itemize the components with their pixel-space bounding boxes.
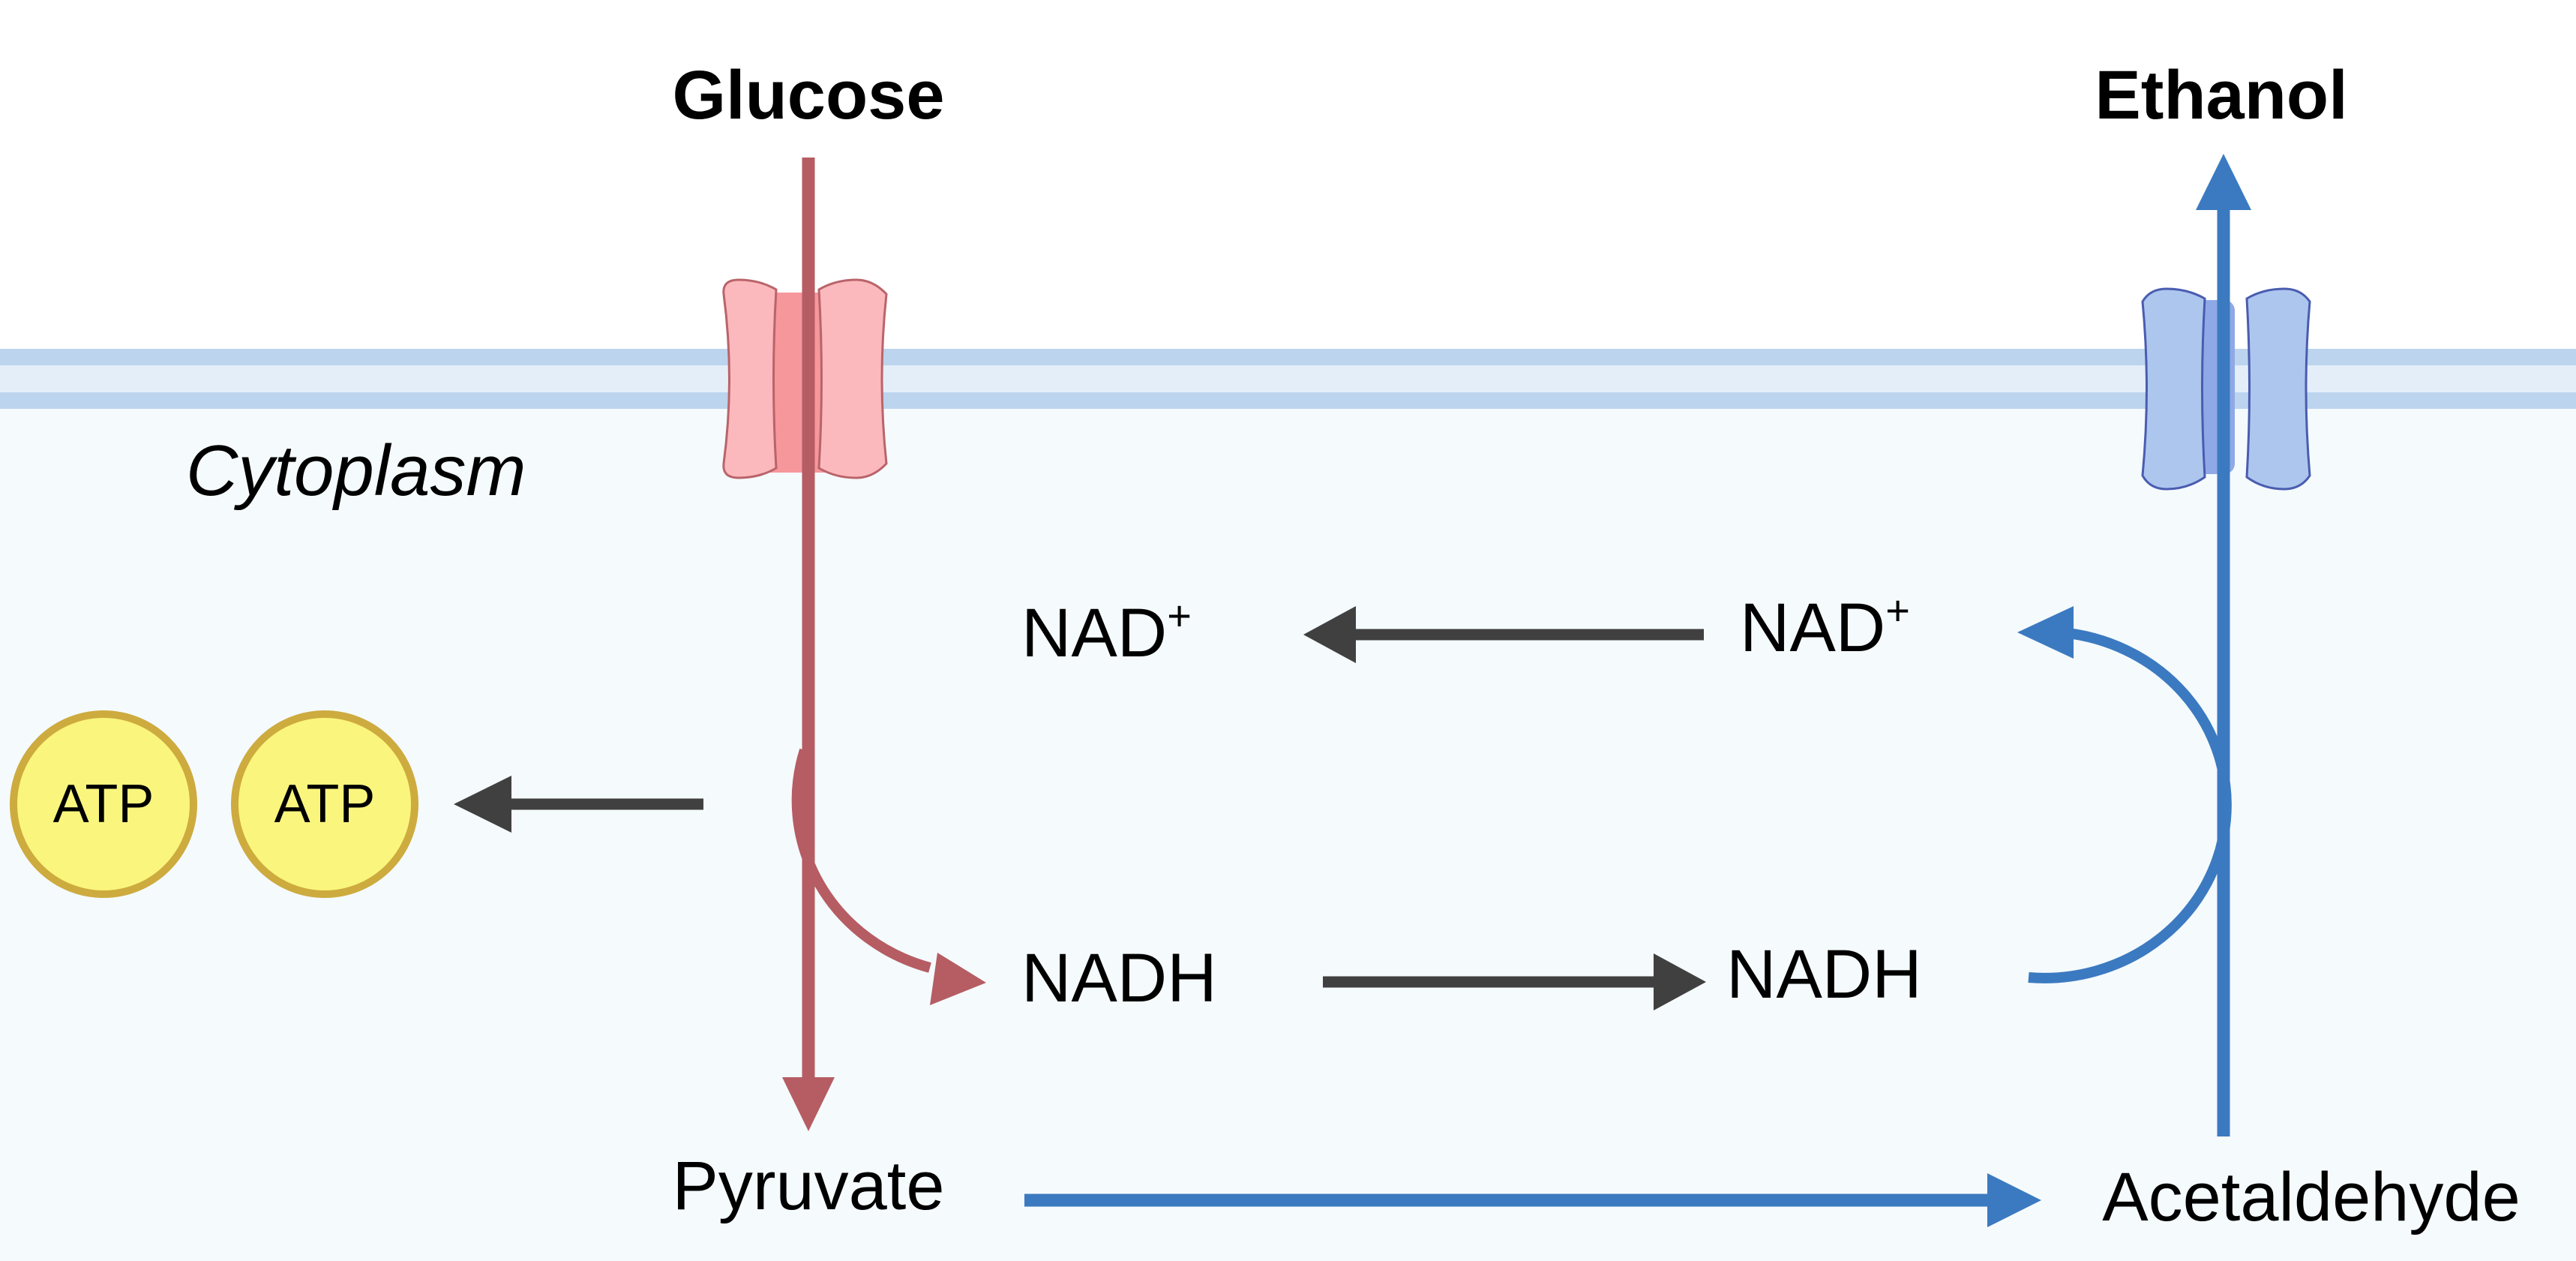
acetaldehyde-label: Acetaldehyde xyxy=(2102,1159,2521,1235)
ethanol-transporter-left-subunit xyxy=(2141,287,2206,491)
glucose-transporter-right-subunit xyxy=(817,278,888,479)
atp-label-1: ATP xyxy=(53,774,154,834)
pyruvate-label: Pyruvate xyxy=(672,1148,944,1224)
nadh-transfer-arrow xyxy=(1323,953,1706,1010)
nad-plus-left-label: NAD+ xyxy=(1021,592,1192,671)
nad-reduction-arrow xyxy=(791,748,986,1005)
atp-molecule-2: ATP xyxy=(231,710,418,898)
nad-recycling-arrow xyxy=(1303,606,1704,663)
nad-plus-right-text: NAD xyxy=(1740,590,1885,666)
ethanol-label: Ethanol xyxy=(2095,57,2347,134)
pyruvate-to-acetaldehyde-arrow xyxy=(1024,1173,2041,1227)
glucose-to-pyruvate-arrow xyxy=(782,158,835,1131)
ethanol-transporter-right-subunit xyxy=(2245,287,2311,491)
cytoplasm-label: Cytoplasm xyxy=(186,431,526,511)
cytoplasm-region xyxy=(0,405,2576,1261)
acetaldehyde-to-ethanol-arrow xyxy=(2196,154,2251,1136)
atp-label-2: ATP xyxy=(274,774,376,834)
nadh-left-label: NADH xyxy=(1021,940,1217,1016)
nadh-right-label: NADH xyxy=(1726,936,1922,1013)
nad-plus-right-charge: + xyxy=(1885,587,1910,634)
nad-plus-right-label: NAD+ xyxy=(1740,587,1910,666)
glucose-transporter xyxy=(722,278,888,479)
nad-plus-left-charge: + xyxy=(1167,592,1192,639)
atp-production-arrow xyxy=(454,776,703,833)
ethanol-transporter xyxy=(2141,287,2311,491)
nad-plus-left-text: NAD xyxy=(1021,595,1167,671)
glucose-transporter-left-subunit xyxy=(722,278,778,479)
glucose-label: Glucose xyxy=(672,57,944,134)
atp-molecule-1: ATP xyxy=(10,710,197,898)
